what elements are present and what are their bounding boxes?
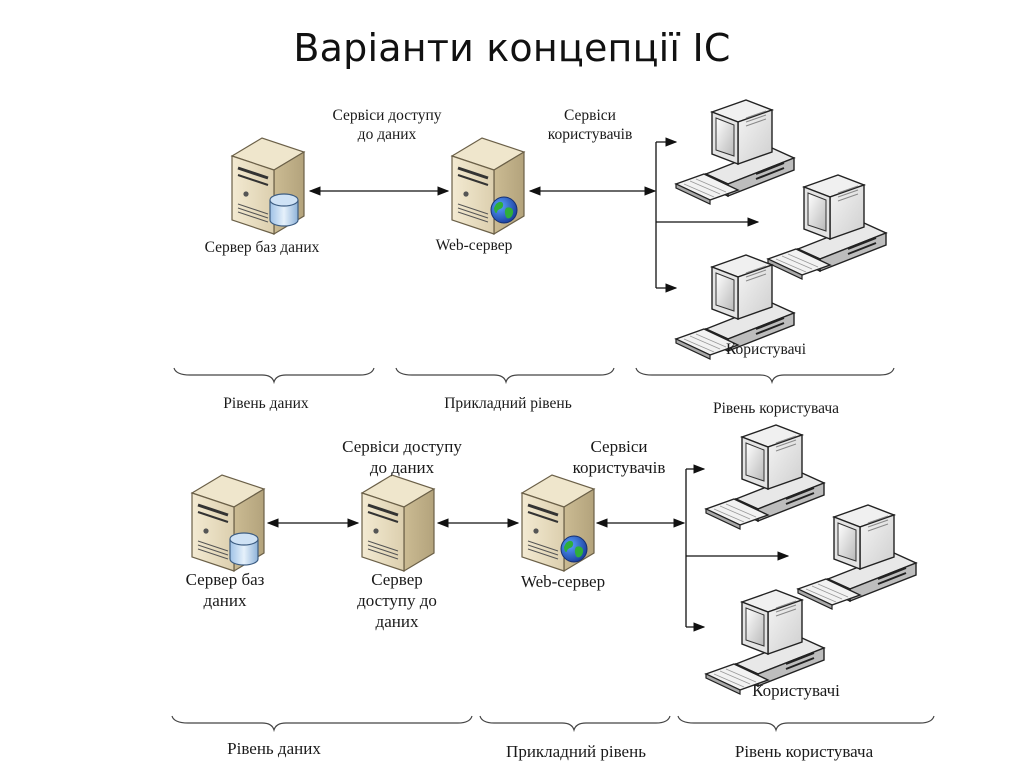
desktop-computer-icon: [705, 424, 825, 530]
tier-braces: [171, 715, 935, 733]
brace-app-tier: [479, 715, 671, 733]
bottom-variant: [171, 424, 935, 733]
node-label-users: Користувачі: [752, 681, 840, 700]
users-branch: [655, 137, 760, 293]
users-branch: [685, 464, 790, 632]
database-icon: [229, 532, 259, 566]
label-line: даних: [375, 612, 419, 631]
access-server-node: [360, 473, 436, 573]
top-variant: [173, 99, 895, 385]
label-line: Сервіси: [590, 437, 648, 456]
node-label-users: Користувачі: [725, 341, 807, 358]
link-label-user-services: Сервіси користувачів: [573, 436, 666, 478]
database-icon: [269, 193, 299, 227]
server-icon: [360, 473, 436, 573]
label-line: користувачів: [547, 126, 633, 143]
desktop-computer-icon: [705, 589, 825, 695]
label-line: до даних: [369, 458, 435, 477]
tier-label-user: Рівень користувача: [712, 400, 840, 417]
tier-braces: [173, 367, 895, 385]
db-server-node: [230, 136, 306, 236]
web-server-node: [450, 136, 526, 236]
label-line: Сервер баз: [185, 570, 265, 589]
tier-label-application: Прикладний рівень: [506, 742, 646, 761]
brace-data-tier: [173, 367, 375, 385]
label-line: до даних: [357, 126, 417, 143]
label-line: Сервер: [371, 570, 423, 589]
tier-label-user: Рівень користувача: [734, 742, 874, 761]
label-line: користувачів: [572, 458, 666, 477]
db-server-node: [190, 473, 266, 573]
desktop-computer-icon: [767, 174, 887, 280]
node-label-web-server: Web-сервер: [520, 572, 606, 591]
tier-label-data: Рівень даних: [227, 739, 321, 758]
node-label-db-server: Сервер баз даних: [204, 239, 320, 256]
tier-label-data: Рівень даних: [223, 395, 309, 412]
brace-user-tier: [635, 367, 895, 385]
brace-data-tier: [171, 715, 473, 733]
page-title: Варіанти концепції ІС: [293, 26, 731, 70]
tier-label-application: Прикладний рівень: [444, 395, 572, 412]
desktop-computer-icon: [797, 504, 917, 610]
label-line: доступу до: [357, 591, 437, 610]
node-label-access-server: Сервер доступу до даних: [357, 569, 437, 632]
label-line: Сервіси: [564, 107, 616, 124]
link-label-data-access-services: Сервіси доступу до даних: [342, 436, 462, 478]
label-line: даних: [203, 591, 247, 610]
desktop-computer-icon: [675, 99, 795, 205]
globe-icon: [490, 196, 518, 224]
label-line: Сервіси доступу: [342, 437, 462, 456]
web-server-node: [520, 473, 596, 573]
brace-user-tier: [677, 715, 935, 733]
brace-app-tier: [395, 367, 615, 385]
node-label-web-server: Web-сервер: [435, 237, 513, 254]
node-label-db-server: Сервер баз даних: [186, 569, 265, 611]
link-label-user-services: Сервіси користувачів: [548, 106, 633, 144]
link-label-data-access-services: Сервіси доступу до даних: [332, 106, 441, 144]
label-line: Сервіси доступу: [332, 107, 442, 124]
globe-icon: [560, 535, 588, 563]
